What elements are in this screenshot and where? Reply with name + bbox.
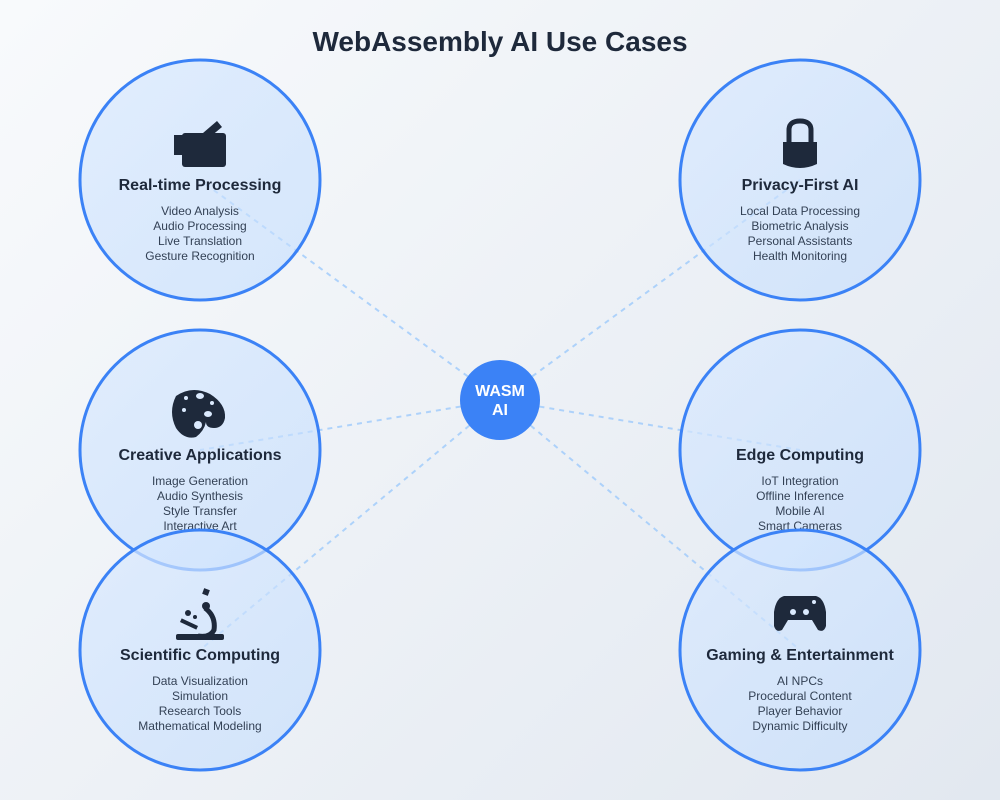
node-title: Privacy-First AI (742, 177, 859, 194)
node-circle (78, 528, 322, 772)
node-item: Gesture Recognition (145, 249, 254, 263)
node-item: Mathematical Modeling (138, 719, 261, 733)
node-item: AI NPCs (777, 674, 823, 688)
node-item: Mobile AI (775, 504, 824, 518)
node-item: Research Tools (159, 704, 242, 718)
node-gaming[interactable]: Gaming & Entertainment AI NPCs Procedura… (678, 528, 922, 772)
video-camera-icon (174, 121, 226, 167)
node-item: Audio Synthesis (157, 489, 243, 503)
hub-circle (460, 360, 540, 440)
node-title: Edge Computing (736, 447, 864, 464)
node-title: Creative Applications (118, 447, 281, 464)
gamepad-icon (774, 596, 826, 631)
node-title: Scientific Computing (120, 647, 280, 664)
node-item: IoT Integration (761, 474, 838, 488)
node-item: Smart Cameras (758, 519, 842, 533)
node-item: Audio Processing (153, 219, 246, 233)
node-title: Gaming & Entertainment (706, 647, 894, 664)
node-circle (78, 58, 322, 302)
node-realtime[interactable]: Real-time Processing Video Analysis Audi… (78, 58, 322, 302)
node-item: Biometric Analysis (751, 219, 848, 233)
node-item: Live Translation (158, 234, 242, 248)
node-item: Style Transfer (163, 504, 237, 518)
hub-label-line2: AI (492, 402, 508, 419)
hub-node[interactable]: WASM AI (460, 360, 540, 440)
node-item: Interactive Art (163, 519, 237, 533)
lock-icon (783, 118, 817, 168)
node-item: Procedural Content (748, 689, 852, 703)
node-circle (678, 528, 922, 772)
node-scientific[interactable]: Scientific Computing Data Visualization … (78, 528, 322, 772)
node-item: Personal Assistants (748, 234, 853, 248)
node-item: Health Monitoring (753, 249, 847, 263)
node-title: Real-time Processing (119, 177, 282, 194)
node-circle (678, 58, 922, 302)
node-creative[interactable]: Creative Applications Image Generation A… (78, 328, 322, 572)
node-item: Simulation (172, 689, 228, 703)
node-item: Video Analysis (161, 204, 239, 218)
node-item: Local Data Processing (740, 204, 860, 218)
node-item: Offline Inference (756, 489, 844, 503)
palette-icon (172, 389, 226, 438)
microscope-icon (176, 588, 224, 640)
node-item: Player Behavior (758, 704, 843, 718)
hub-label-line1: WASM (475, 383, 525, 400)
node-privacy[interactable]: Privacy-First AI Local Data Processing B… (678, 58, 922, 302)
page-title: WebAssembly AI Use Cases (312, 26, 687, 57)
node-item: Image Generation (152, 474, 248, 488)
node-item: Data Visualization (152, 674, 248, 688)
node-item: Dynamic Difficulty (752, 719, 847, 733)
